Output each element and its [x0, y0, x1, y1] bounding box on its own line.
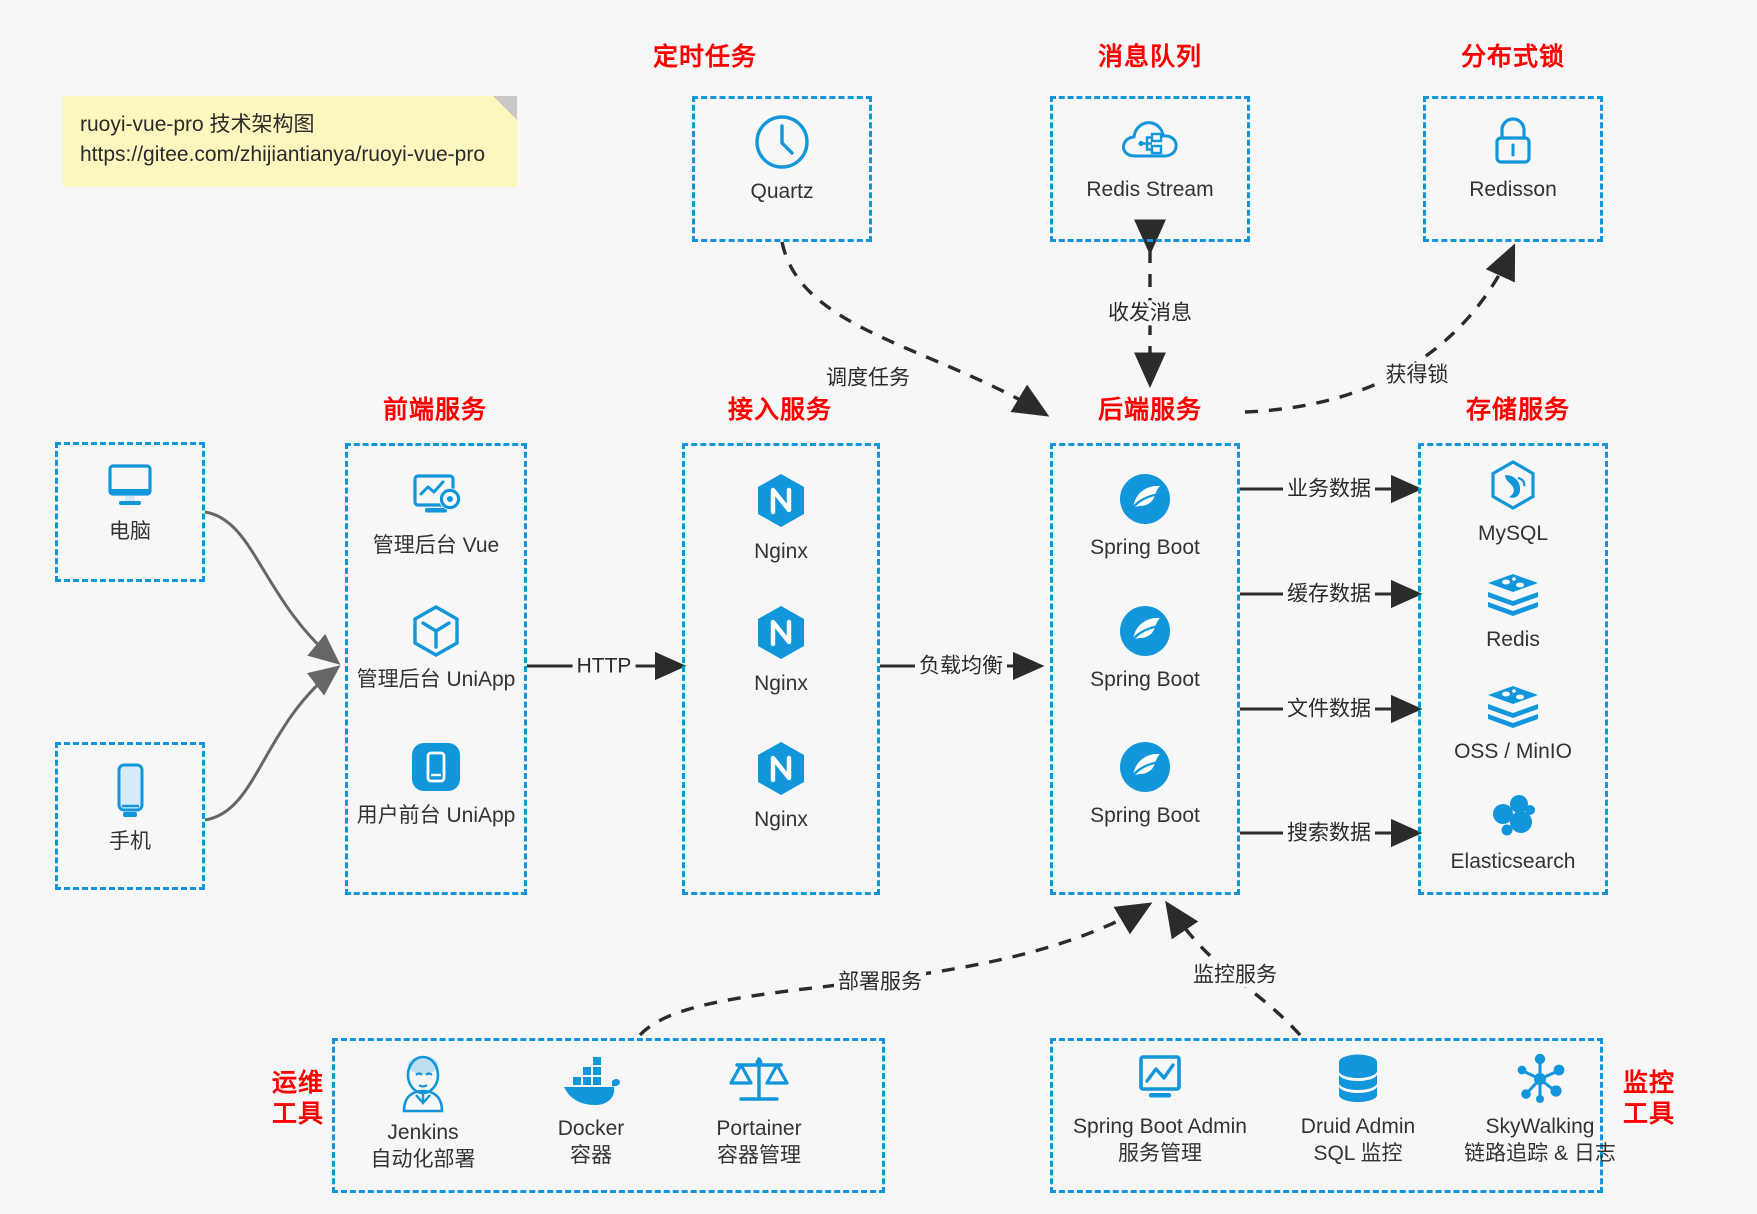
redis-stack-icon [1418, 682, 1608, 732]
monitor-chart-icon [1055, 1051, 1265, 1107]
spring-leaf-icon [1050, 470, 1240, 528]
diagram-note: ruoyi-vue-pro 技术架构图 https://gitee.com/zh… [62, 96, 517, 187]
group-box-message-queue [1050, 96, 1250, 242]
group-box-client-desktop [55, 442, 205, 582]
redis-stack-icon [1418, 570, 1608, 620]
spring-leaf-icon [1050, 602, 1240, 660]
node-sublabel: 链路追踪 & 日志 [1464, 1142, 1616, 1166]
node-label: Druid Admin [1300, 1115, 1416, 1138]
group-title-scheduled-task: 定时任务 [652, 43, 757, 71]
group-title-devops: 运维 工具 [271, 1069, 324, 1128]
node-label: 管理后台 UniApp [356, 668, 516, 691]
node-sublabel: 容器管理 [717, 1144, 801, 1168]
node-label: Nginx [754, 808, 808, 831]
node-label: 电脑 [109, 520, 151, 543]
mobile-phone-icon [55, 760, 205, 822]
group-box-gateway [682, 443, 880, 895]
mobile-app-icon [345, 738, 527, 796]
network-nodes-icon [1440, 1051, 1640, 1107]
node-label: Nginx [754, 540, 808, 563]
note-line-url: https://gitee.com/zhijiantianya/ruoyi-vu… [80, 143, 486, 167]
node-label: Redis Stream [1086, 178, 1214, 201]
cube-icon [345, 602, 527, 660]
group-box-storage [1418, 443, 1608, 895]
clock-icon [692, 112, 872, 172]
dashboard-gear-icon [345, 468, 527, 526]
group-box-monitoring [1050, 1038, 1603, 1193]
edge-label-file-data: 文件数据 [1283, 696, 1375, 722]
edge-label-deploy-service: 部署服务 [834, 969, 926, 995]
edge-label-search-data: 搜索数据 [1283, 820, 1375, 846]
edge-label-schedule-task: 调度任务 [822, 365, 914, 391]
group-title-distributed-lock: 分布式锁 [1460, 43, 1565, 71]
group-title-monitoring: 监控 工具 [1622, 1069, 1675, 1128]
docker-whale-icon [508, 1055, 674, 1109]
node-label: Spring Boot Admin [1073, 1115, 1247, 1138]
node-label: Spring Boot [1090, 804, 1200, 827]
cloud-network-icon [1050, 112, 1250, 170]
edge-label-business-data: 业务数据 [1283, 476, 1375, 502]
note-line-title: ruoyi-vue-pro 技术架构图 [80, 113, 315, 136]
nginx-icon [682, 602, 880, 664]
node-label: Docker [557, 1117, 625, 1140]
nginx-icon [682, 470, 880, 532]
node-sublabel: SQL 监控 [1313, 1142, 1403, 1166]
group-title-gateway: 接入服务 [727, 396, 832, 424]
node-label: Spring Boot [1090, 536, 1200, 559]
group-title-storage: 存储服务 [1465, 396, 1570, 424]
node-label: Elasticsearch [1450, 850, 1576, 873]
node-label: SkyWalking [1485, 1115, 1595, 1138]
scales-icon [676, 1051, 842, 1109]
node-label: Spring Boot [1090, 668, 1200, 691]
node-label: Quartz [750, 180, 814, 203]
group-title-backend: 后端服务 [1097, 396, 1202, 424]
node-label: Portainer [716, 1117, 802, 1140]
node-label: Jenkins [387, 1121, 459, 1144]
node-label: 手机 [109, 830, 151, 853]
spring-leaf-icon [1050, 738, 1240, 796]
node-sublabel: 自动化部署 [370, 1148, 476, 1172]
group-title-frontend: 前端服务 [382, 396, 487, 424]
group-box-distributed-lock [1423, 96, 1603, 242]
node-label: 管理后台 Vue [372, 534, 500, 557]
edge-label-monitor-service: 监控服务 [1189, 962, 1281, 988]
node-label: OSS / MinIO [1454, 740, 1572, 763]
edge-label-acquire-lock: 获得锁 [1381, 362, 1453, 388]
edge-label-load-balance: 负载均衡 [915, 653, 1007, 679]
jenkins-butler-icon [340, 1051, 506, 1113]
edge-label-http: HTTP [572, 653, 636, 679]
database-icon [1268, 1051, 1448, 1107]
group-box-backend [1050, 443, 1240, 895]
node-label: 用户前台 UniApp [356, 804, 516, 827]
group-box-devops [332, 1038, 885, 1193]
group-title-message-queue: 消息队列 [1097, 43, 1202, 71]
group-box-frontend [345, 443, 527, 895]
nginx-icon [682, 738, 880, 800]
lock-icon [1423, 112, 1603, 170]
node-sublabel: 容器 [570, 1144, 612, 1168]
desktop-monitor-icon [55, 458, 205, 512]
edge-label-cache-data: 缓存数据 [1283, 581, 1375, 607]
mysql-dolphin-icon [1418, 458, 1608, 514]
group-box-client-mobile [55, 742, 205, 890]
elasticsearch-icon [1418, 790, 1608, 842]
node-label: Nginx [754, 672, 808, 695]
node-label: Redisson [1469, 178, 1557, 201]
node-label: Redis [1486, 628, 1540, 651]
node-label: MySQL [1477, 522, 1548, 545]
node-sublabel: 服务管理 [1118, 1142, 1202, 1166]
edge-label-send-receive-message: 收发消息 [1104, 300, 1196, 326]
group-box-scheduled-task [692, 96, 872, 242]
note-fold-corner [493, 96, 517, 120]
